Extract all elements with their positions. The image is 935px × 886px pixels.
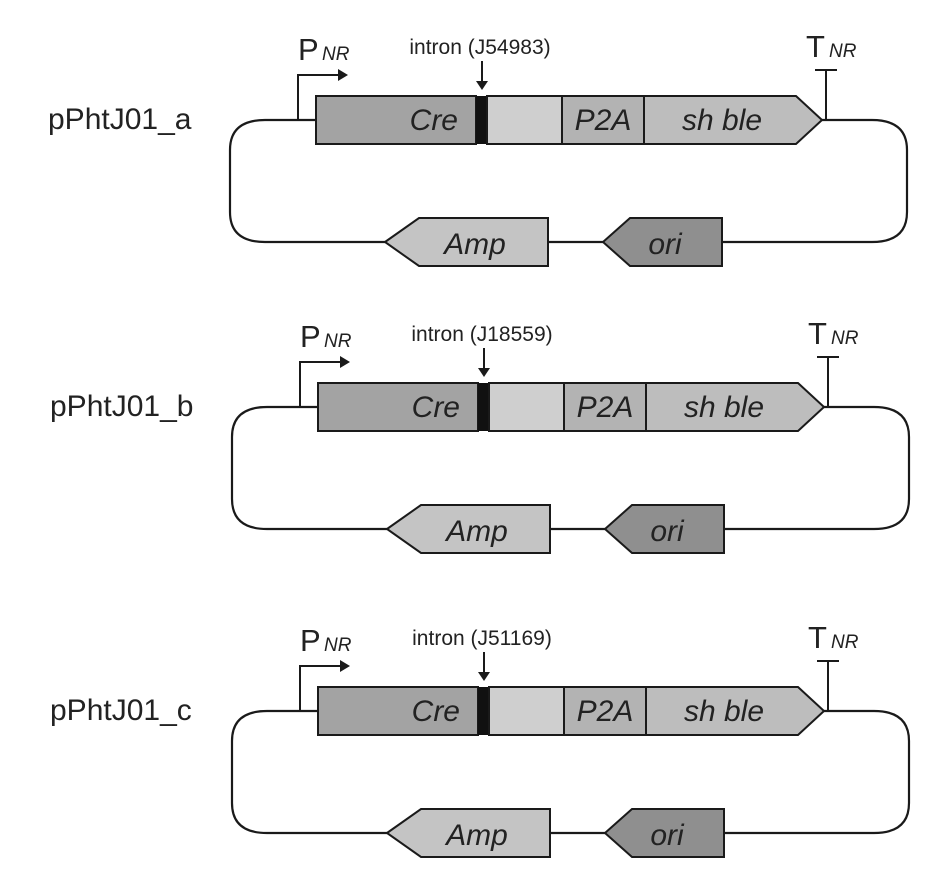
promoter-arrowhead-icon — [340, 660, 350, 672]
intron-arrowhead-icon — [478, 672, 490, 681]
shble-label: sh ble — [684, 695, 764, 728]
terminator-icon — [815, 70, 837, 120]
plasmid-a: pPhtJ01_aPNRTNRintron (J54983)CreP2Ash b… — [48, 29, 907, 266]
linker-box — [489, 687, 564, 735]
promoter-subscript: NR — [324, 331, 352, 352]
ori-label: ori — [650, 515, 685, 548]
terminator-icon — [817, 357, 839, 407]
promoter-subscript: NR — [324, 635, 352, 656]
promoter-arrowhead-icon — [338, 69, 348, 81]
p2a-label: P2A — [575, 104, 632, 137]
terminator-subscript: NR — [831, 632, 859, 653]
promoter-label: P — [300, 623, 321, 658]
promoter-arrowhead-icon — [340, 356, 350, 368]
plasmid-name: pPhtJ01_a — [48, 103, 192, 136]
intron-label: intron (J54983) — [409, 36, 550, 59]
terminator-subscript: NR — [829, 41, 857, 62]
shble-label: sh ble — [684, 391, 764, 424]
plasmid-b: pPhtJ01_bPNRTNRintron (J18559)CreP2Ash b… — [50, 316, 909, 553]
cre-label: Cre — [412, 391, 460, 424]
terminator-subscript: NR — [831, 328, 859, 349]
linker-box — [489, 383, 564, 431]
terminator-label: T — [808, 316, 827, 351]
terminator-label: T — [808, 620, 827, 655]
linker-box — [487, 96, 562, 144]
promoter-label: P — [298, 32, 319, 67]
cre-label: Cre — [412, 695, 460, 728]
intron-arrowhead-icon — [476, 81, 488, 90]
ori-label: ori — [650, 819, 685, 852]
p2a-label: P2A — [577, 695, 634, 728]
intron-arrowhead-icon — [478, 368, 490, 377]
amp-label: Amp — [444, 819, 508, 852]
intron-bar — [478, 383, 489, 431]
terminator-label: T — [806, 29, 825, 64]
intron-bar — [478, 687, 489, 735]
amp-label: Amp — [442, 228, 506, 261]
shble-label: sh ble — [682, 104, 762, 137]
intron-label: intron (J51169) — [412, 627, 552, 650]
intron-bar — [476, 96, 487, 144]
amp-label: Amp — [444, 515, 508, 548]
plasmid-c: pPhtJ01_cPNRTNRintron (J51169)CreP2Ash b… — [50, 620, 909, 857]
ori-label: ori — [648, 228, 683, 261]
intron-label: intron (J18559) — [411, 323, 552, 346]
cre-label: Cre — [410, 104, 458, 137]
promoter-label: P — [300, 319, 321, 354]
promoter-subscript: NR — [322, 44, 350, 65]
terminator-icon — [817, 661, 839, 711]
p2a-label: P2A — [577, 391, 634, 424]
plasmid-name: pPhtJ01_b — [50, 390, 193, 423]
plasmid-name: pPhtJ01_c — [50, 694, 192, 727]
